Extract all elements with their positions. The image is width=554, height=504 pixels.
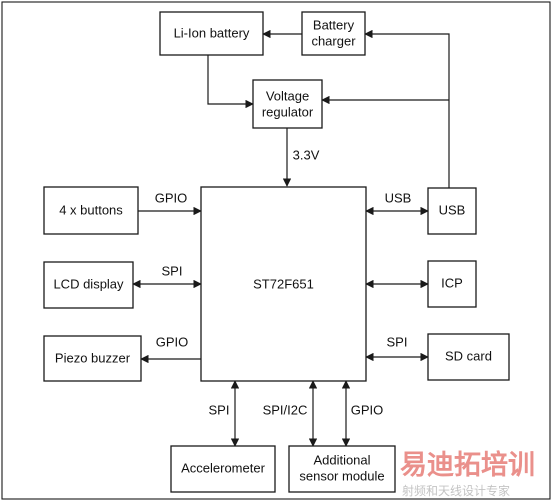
piezo-buzzer-label: Piezo buzzer [55, 350, 131, 365]
accelerometer-block: Accelerometer [170, 445, 276, 493]
icp-block: ICP [427, 260, 477, 308]
lcd-link-label: SPI [162, 263, 183, 278]
voltage-regulator-block: Voltage regulator [252, 79, 323, 129]
buzzer-link-label: GPIO [156, 334, 189, 349]
watermark-subtitle: 射频和天线设计专家 [402, 483, 510, 498]
lcd-display-block: LCD display [43, 261, 134, 309]
watermark: 易迪拓培训 射频和天线设计专家 [400, 450, 535, 498]
mcu-label: ST72F651 [253, 276, 314, 291]
buttons-block: 4 x buttons [43, 186, 139, 235]
buttons-label: 4 x buttons [59, 202, 123, 217]
voltage-regulator-label-line2: regulator [262, 104, 314, 119]
usb-to-charger-arrow [364, 29, 450, 188]
sensor-module-block: Additional sensor module [288, 445, 396, 493]
buttons-link-label: GPIO [155, 190, 188, 205]
sensor-gpio-link-label: GPIO [351, 402, 384, 417]
lcd-display-label: LCD display [53, 276, 124, 291]
battery-to-regulator-arrow [207, 55, 254, 109]
sensor-module-label-line2: sensor module [299, 468, 384, 483]
sensor-spi-i2c-link-label: SPI/I2C [263, 402, 308, 417]
sd-card-block: SD card [427, 333, 510, 381]
voltage-regulator-label-line1: Voltage [266, 88, 309, 103]
sd-card-label: SD card [445, 348, 492, 363]
mcu-block: ST72F651 [200, 186, 367, 382]
battery-charger-label-line2: charger [311, 33, 356, 48]
sensor-module-label-line1: Additional [313, 452, 370, 467]
usb-link-label: USB [385, 190, 412, 205]
battery-charger-block: Battery charger [301, 11, 366, 56]
battery-charger-label-line1: Battery [313, 17, 355, 32]
li-ion-battery-label: Li-Ion battery [174, 25, 250, 40]
usb-label: USB [439, 202, 466, 217]
usb-block: USB [427, 187, 477, 235]
sd-card-link-label: SPI [387, 334, 408, 349]
piezo-buzzer-block: Piezo buzzer [43, 335, 142, 382]
accelerometer-label: Accelerometer [181, 460, 265, 475]
accelerometer-link-label: SPI [209, 402, 230, 417]
regulator-output-label: 3.3V [293, 147, 320, 162]
li-ion-battery-block: Li-Ion battery [159, 11, 264, 56]
icp-label: ICP [441, 275, 463, 290]
watermark-title: 易迪拓培训 [400, 450, 535, 481]
